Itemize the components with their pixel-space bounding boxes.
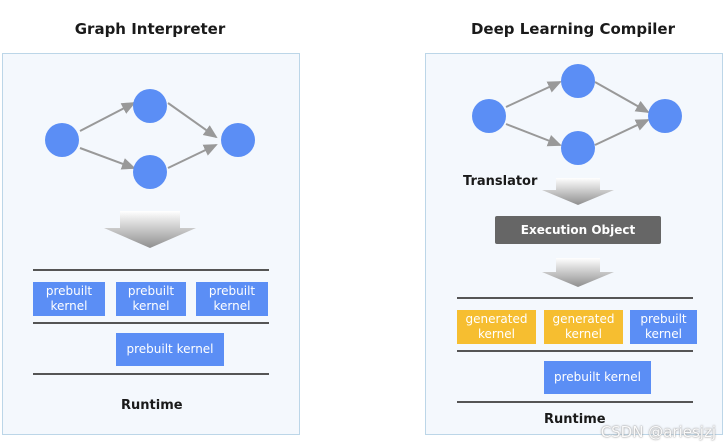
graph-node — [133, 155, 167, 189]
divider-line — [457, 350, 693, 352]
translator-label: Translator — [463, 174, 538, 189]
graph-node — [561, 131, 595, 165]
divider-line — [457, 297, 693, 299]
down-arrow-icon — [104, 211, 196, 248]
prebuilt-kernel-box: prebuilt kernel — [116, 282, 186, 316]
graph-node — [221, 123, 255, 157]
prebuilt-kernel-box: prebuilt kernel — [544, 361, 651, 394]
graph-node — [648, 99, 682, 133]
divider-line — [33, 269, 269, 271]
graph-node — [133, 89, 167, 123]
left-panel-title: Graph Interpreter — [74, 20, 226, 38]
divider-line — [33, 322, 269, 324]
graph-node — [472, 99, 506, 133]
prebuilt-kernel-box: prebuilt kernel — [33, 282, 105, 316]
down-arrow-icon — [542, 178, 614, 205]
generated-kernel-box: generated kernel — [544, 310, 623, 344]
execution-object-box: Execution Object — [495, 216, 661, 244]
generated-kernel-box: generated kernel — [457, 310, 536, 344]
down-arrow-icon — [542, 258, 614, 287]
right-graph-edges — [505, 81, 650, 147]
runtime-label: Runtime — [544, 412, 606, 427]
watermark: CSDN @ariesjzj — [600, 423, 716, 441]
prebuilt-kernel-box: prebuilt kernel — [196, 282, 268, 316]
prebuilt-kernel-box: prebuilt kernel — [630, 310, 697, 344]
left-graph-edges — [79, 102, 218, 170]
divider-line — [457, 401, 693, 403]
right-panel-title: Deep Learning Compiler — [470, 20, 675, 38]
divider-line — [33, 373, 269, 375]
graph-node — [45, 123, 79, 157]
graph-node — [561, 64, 595, 98]
prebuilt-kernel-box: prebuilt kernel — [116, 333, 224, 366]
runtime-label: Runtime — [121, 398, 183, 413]
